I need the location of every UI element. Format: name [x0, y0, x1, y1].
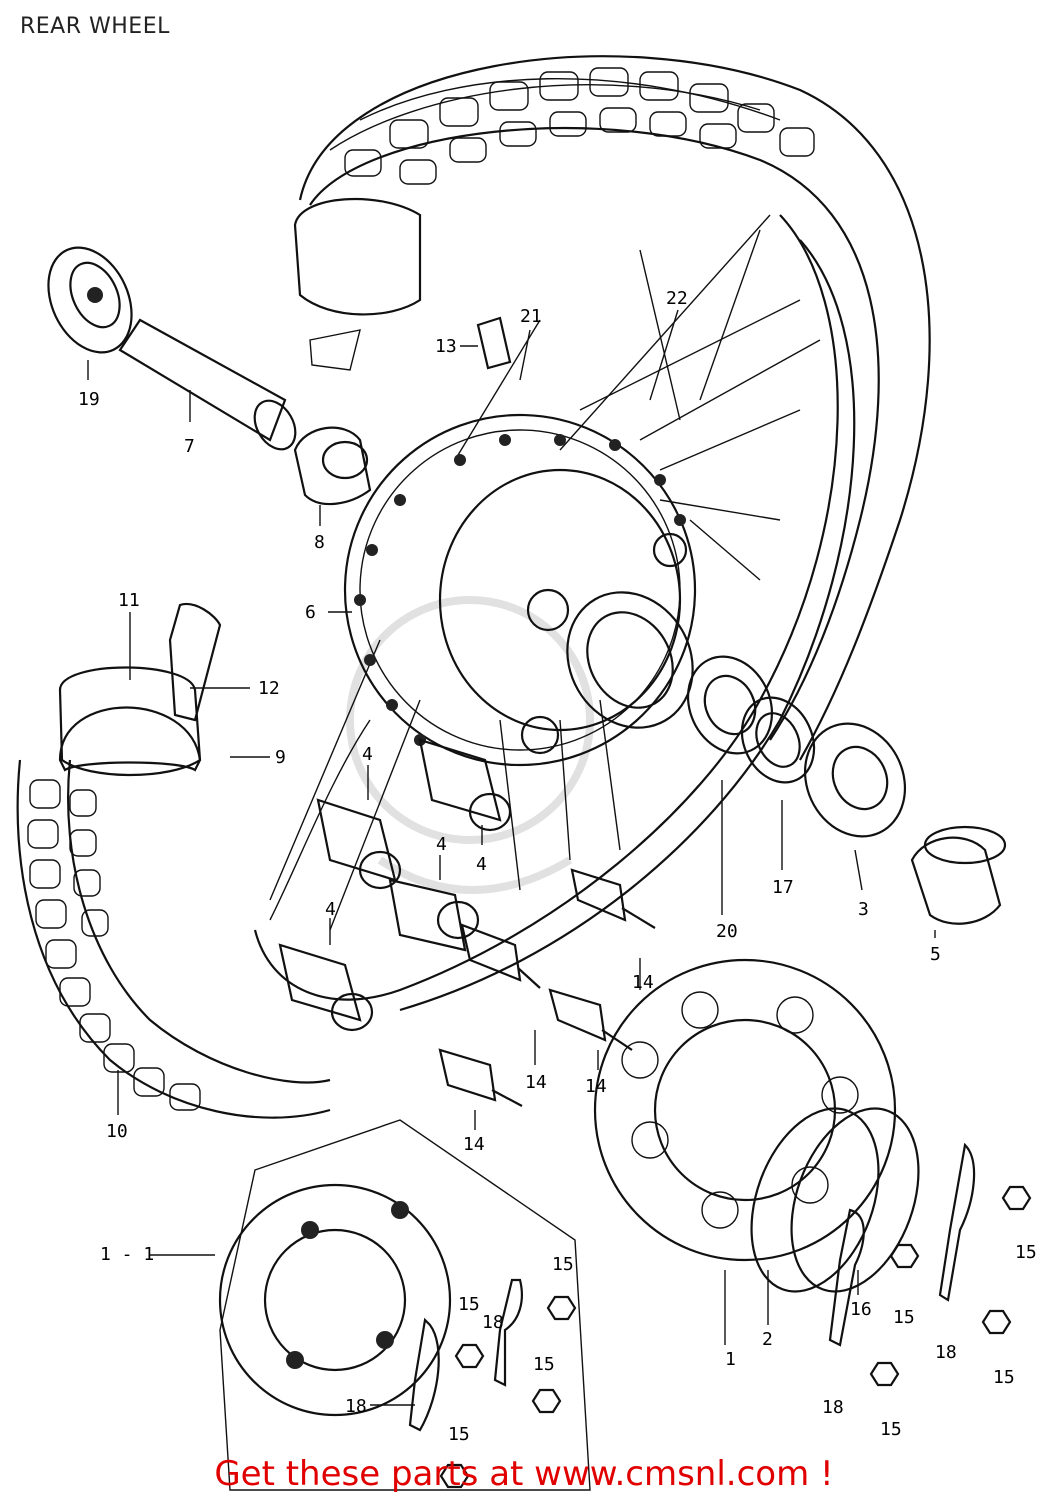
leader-lines [87, 309, 936, 1406]
callout-15f: 15 [880, 1419, 902, 1440]
callout-14b: 14 [525, 1072, 547, 1093]
spacer-5 [910, 825, 1007, 925]
callout-15g: 15 [1015, 1242, 1037, 1263]
callout-14a: 14 [632, 972, 654, 993]
callout-4a: 4 [362, 744, 373, 765]
callout-20: 20 [716, 921, 738, 942]
sprocket-1 [593, 958, 897, 1262]
oil-seal-17 [740, 696, 816, 784]
tyre-lower [16, 602, 331, 1119]
callout-19: 19 [78, 389, 100, 410]
callout-18b: 18 [345, 1396, 367, 1417]
footer-link-banner[interactable]: Get these parts at www.cmsnl.com ! [0, 1454, 1048, 1494]
collar-8 [293, 426, 372, 506]
callout-18c: 18 [822, 1397, 844, 1418]
rear-hub [343, 413, 697, 767]
callout-1-1: 1 - 1 [100, 1244, 154, 1265]
bearing-19 [47, 246, 133, 354]
callout-12: 12 [258, 678, 280, 699]
callout-22: 22 [666, 288, 688, 309]
callout-15c: 15 [533, 1354, 555, 1375]
callout-5: 5 [930, 944, 941, 965]
valve-cap-13 [476, 316, 512, 370]
callout-15h: 15 [993, 1367, 1015, 1388]
callout-labels: 1 1 - 1 2 3 4 4 4 4 5 6 7 8 9 10 11 12 1… [78, 288, 1037, 1445]
callout-8: 8 [314, 532, 325, 553]
callout-1: 1 [725, 1349, 736, 1370]
callout-10: 10 [106, 1121, 128, 1142]
collar-3 [803, 722, 907, 838]
callout-13: 13 [435, 336, 457, 357]
callout-6: 6 [305, 602, 316, 623]
callout-15d: 15 [448, 1424, 470, 1445]
footer-link[interactable]: Get these parts at www.cmsnl.com ! [214, 1454, 834, 1494]
alt-sprocket-1-1 [218, 1119, 591, 1491]
callout-11: 11 [118, 590, 140, 611]
spokes [269, 214, 821, 931]
tyre-upper [293, 55, 931, 761]
watermark-logo [346, 596, 594, 894]
callout-15a: 15 [552, 1254, 574, 1275]
callout-4c: 4 [476, 854, 487, 875]
callout-16: 16 [850, 1299, 872, 1320]
callout-14d: 14 [463, 1134, 485, 1155]
callout-15e: 15 [893, 1307, 915, 1328]
nuts-15 [439, 1185, 1032, 1489]
tab-washers-18 [408, 1142, 976, 1432]
callout-9: 9 [275, 747, 286, 768]
callout-17: 17 [772, 877, 794, 898]
callout-4d: 4 [325, 899, 336, 920]
callout-4b: 4 [436, 834, 447, 855]
dampers-4 [278, 738, 512, 1032]
page-title: REAR WHEEL [20, 14, 170, 39]
callout-2: 2 [762, 1329, 773, 1350]
callout-15b: 15 [458, 1294, 480, 1315]
callout-3: 3 [858, 899, 869, 920]
callout-21: 21 [520, 306, 542, 327]
lock-rings-2-16 [750, 1107, 920, 1293]
callout-18d: 18 [935, 1342, 957, 1363]
studs-14 [438, 868, 656, 1107]
spacer-7 [118, 318, 297, 451]
callout-18a: 18 [482, 1312, 504, 1333]
callout-7: 7 [184, 436, 195, 457]
callout-14c: 14 [585, 1076, 607, 1097]
